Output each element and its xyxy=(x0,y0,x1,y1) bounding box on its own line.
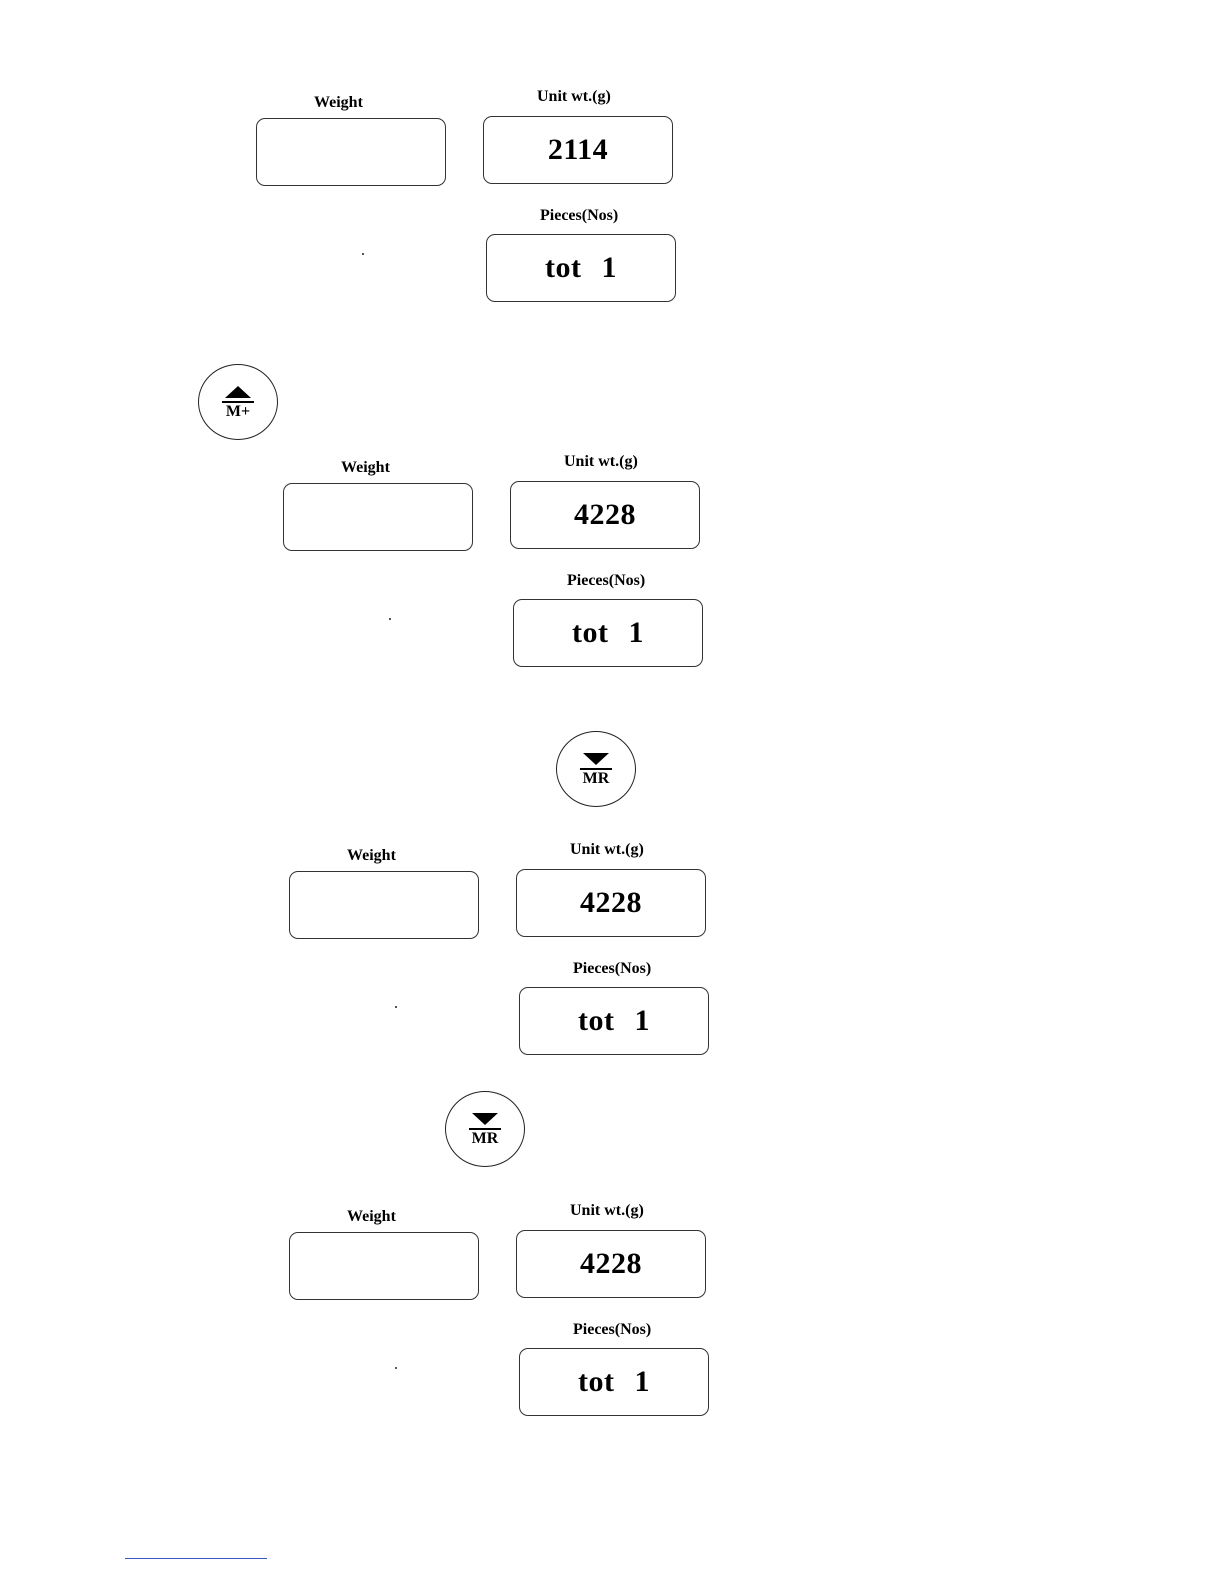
weight-label: Weight xyxy=(347,847,396,865)
mr-button-label: MR xyxy=(472,1131,499,1147)
triangle-up-icon xyxy=(223,385,253,399)
unit-weight-display: 4228 xyxy=(510,481,700,549)
weight-display xyxy=(256,118,446,186)
footnote-separator xyxy=(125,1558,267,1559)
display-panel-1: Weight Unit wt.(g) Pieces(Nos) 2114 tot … xyxy=(256,94,686,319)
display-panel-4: Weight Unit wt.(g) Pieces(Nos) 4228 tot … xyxy=(289,1208,719,1433)
pieces-label: Pieces(Nos) xyxy=(567,572,645,590)
m-plus-button-label: M+ xyxy=(226,404,250,420)
speck xyxy=(389,618,391,620)
triangle-down-icon xyxy=(581,752,611,766)
weight-display xyxy=(289,871,479,939)
unit-weight-label: Unit wt.(g) xyxy=(564,453,638,471)
display-panel-3: Weight Unit wt.(g) Pieces(Nos) 4228 tot … xyxy=(289,847,719,1072)
pieces-label: Pieces(Nos) xyxy=(573,1321,651,1339)
weight-label: Weight xyxy=(314,94,363,112)
unit-weight-label: Unit wt.(g) xyxy=(537,88,611,106)
pieces-display: tot 1 xyxy=(519,1348,709,1416)
mr-button[interactable]: MR xyxy=(445,1091,525,1167)
speck xyxy=(395,1006,397,1008)
weight-label: Weight xyxy=(341,459,390,477)
unit-weight-display: 2114 xyxy=(483,116,673,184)
unit-weight-display: 4228 xyxy=(516,869,706,937)
m-plus-button[interactable]: M+ xyxy=(198,364,278,440)
display-panel-2: Weight Unit wt.(g) Pieces(Nos) 4228 tot … xyxy=(283,459,713,684)
unit-weight-label: Unit wt.(g) xyxy=(570,1202,644,1220)
unit-weight-label: Unit wt.(g) xyxy=(570,841,644,859)
speck xyxy=(362,253,364,255)
pieces-display: tot 1 xyxy=(513,599,703,667)
weight-display xyxy=(289,1232,479,1300)
weight-display xyxy=(283,483,473,551)
weight-label: Weight xyxy=(347,1208,396,1226)
mr-button-label: MR xyxy=(583,771,610,787)
unit-weight-display: 4228 xyxy=(516,1230,706,1298)
pieces-label: Pieces(Nos) xyxy=(540,207,618,225)
pieces-label: Pieces(Nos) xyxy=(573,960,651,978)
mr-button[interactable]: MR xyxy=(556,731,636,807)
pieces-display: tot 1 xyxy=(486,234,676,302)
pieces-display: tot 1 xyxy=(519,987,709,1055)
speck xyxy=(395,1367,397,1369)
triangle-down-icon xyxy=(470,1112,500,1126)
